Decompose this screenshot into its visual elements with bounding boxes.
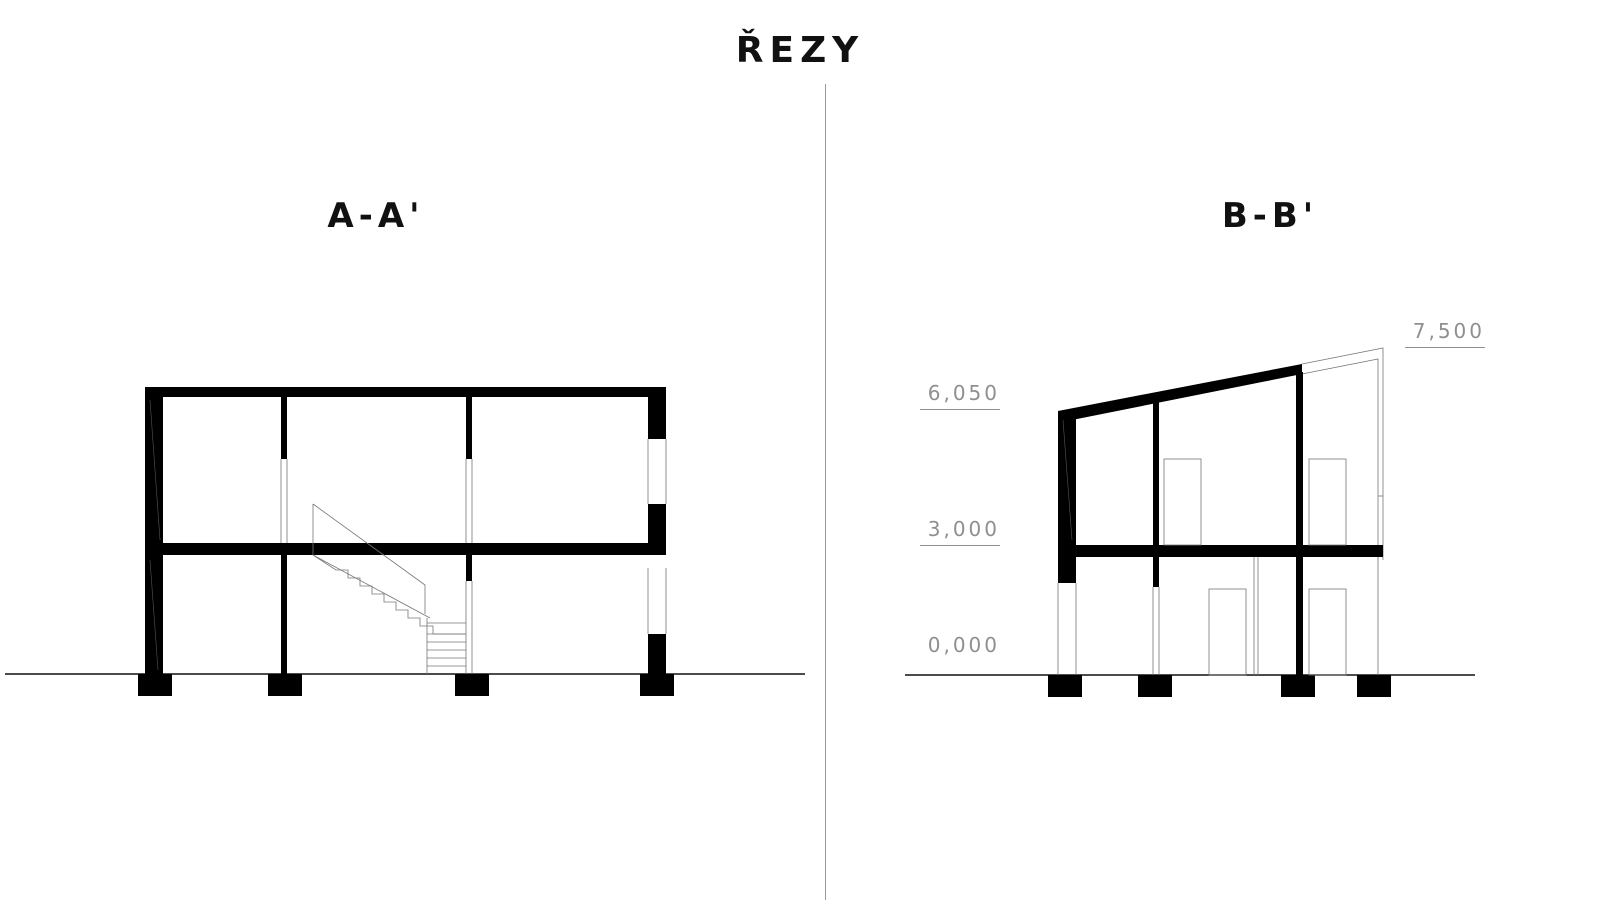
door-outline: [1208, 588, 1247, 676]
section-divider: [825, 84, 826, 900]
roof-edge: [1301, 358, 1379, 560]
roof-slab: [145, 387, 666, 397]
interior-wall: [466, 397, 472, 459]
interior-wall: [1153, 400, 1159, 545]
door-outline: [1163, 458, 1202, 546]
staircase: [312, 503, 466, 674]
door-outline: [1308, 458, 1347, 546]
level-label-floor-upper: 3,000: [920, 517, 1000, 546]
exterior-wall-right: [648, 504, 666, 555]
exterior-wall-left: [145, 387, 163, 674]
footing: [268, 674, 302, 696]
exterior-wall-right: [648, 387, 666, 439]
interior-wall: [281, 555, 287, 674]
level-label-roof-high: 7,500: [1405, 319, 1485, 348]
floor-slab: [145, 543, 666, 555]
door-outline: [1308, 588, 1347, 676]
exterior-wall-left: [1058, 411, 1076, 583]
sloped-roof: [1058, 364, 1302, 422]
section-title-b-b: B-B': [1221, 196, 1319, 236]
footing: [640, 674, 674, 696]
section-title-a-a: A-A': [327, 196, 425, 236]
interior-wall: [1296, 372, 1303, 675]
footing: [455, 674, 489, 696]
interior-wall: [466, 555, 472, 581]
floor-slab: [1062, 545, 1383, 557]
page-title: ŘEZY: [735, 30, 865, 71]
footing: [1048, 675, 1082, 697]
interior-wall: [1153, 557, 1159, 587]
footing: [1138, 675, 1172, 697]
level-label-roof-low: 6,050: [920, 381, 1000, 410]
footing: [138, 674, 172, 696]
interior-wall: [281, 397, 287, 459]
level-label-ground: 0,000: [927, 633, 1000, 657]
roof-edge: [1301, 347, 1384, 560]
footing: [1357, 675, 1391, 697]
footing: [1281, 675, 1315, 697]
exterior-wall-right: [648, 634, 666, 674]
